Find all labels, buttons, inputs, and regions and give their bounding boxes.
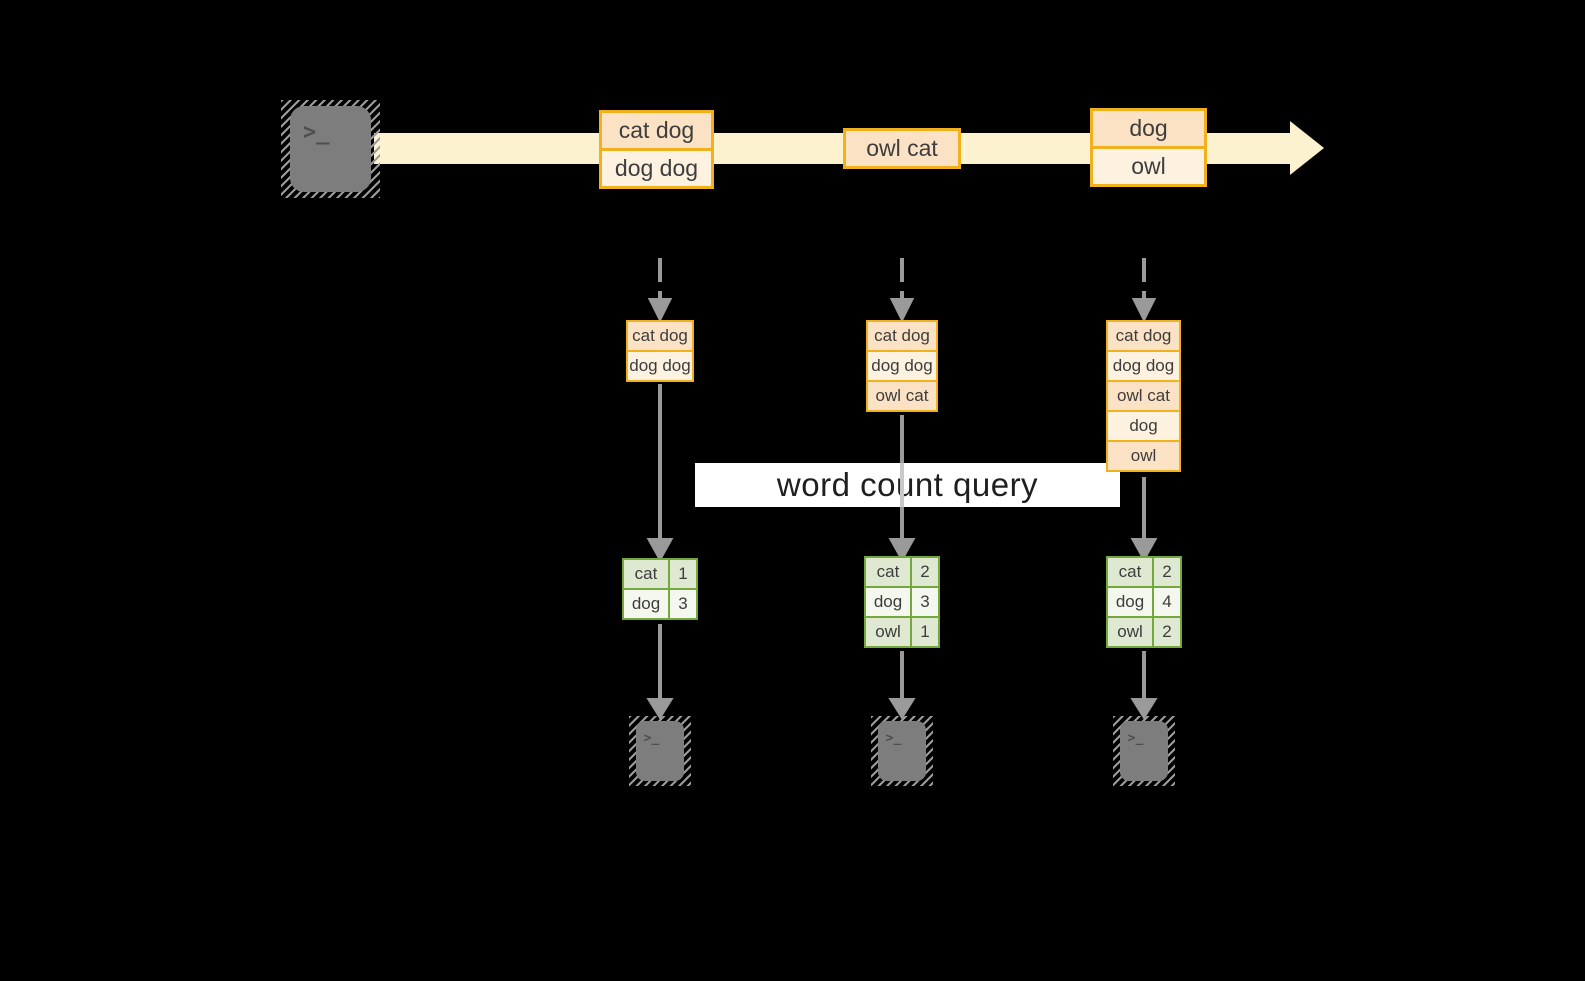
count-cell: 1 <box>670 560 696 588</box>
terminal-output-icon-2: >_ <box>871 716 933 786</box>
state-line: dog dog <box>628 350 692 380</box>
terminal-screen: >_ <box>290 106 371 192</box>
count-cell: 4 <box>1154 588 1180 616</box>
table-row: owl 1 <box>866 616 938 646</box>
word-cell: owl <box>1108 618 1154 646</box>
stream-batch-3: dog owl <box>1090 108 1207 187</box>
word-cell: dog <box>866 588 912 616</box>
prompt-glyph: >_ <box>1127 730 1144 746</box>
count-table-1: cat 1 dog 3 <box>622 558 698 620</box>
count-cell: 3 <box>912 588 938 616</box>
terminal-screen: >_ <box>878 721 926 781</box>
state-line: owl cat <box>868 380 936 410</box>
table-row: cat 2 <box>1108 558 1180 586</box>
count-table-2: cat 2 dog 3 owl 1 <box>864 556 940 648</box>
arrowhead-icon <box>647 298 673 323</box>
arrowhead-icon <box>646 698 674 720</box>
count-cell: 2 <box>912 558 938 586</box>
arrowhead-icon <box>1130 538 1158 563</box>
state-line: cat dog <box>628 322 692 350</box>
table-row: cat 1 <box>624 560 696 588</box>
state-line: dog dog <box>868 350 936 380</box>
batch-line: dog <box>1093 111 1204 146</box>
arrowhead-icon <box>1131 298 1157 323</box>
query-label: word count query <box>695 463 1120 507</box>
state-box-2: cat dog dog dog owl cat <box>866 320 938 412</box>
terminal-output-icon-3: >_ <box>1113 716 1175 786</box>
batch-line: dog dog <box>602 148 711 186</box>
count-cell: 2 <box>1154 558 1180 586</box>
prompt-glyph: >_ <box>643 730 660 746</box>
count-cell: 3 <box>670 590 696 618</box>
arrowhead-icon <box>888 698 916 720</box>
state-line: dog <box>1108 410 1179 440</box>
arrowhead-icon <box>1130 698 1158 720</box>
stream-arrowhead-icon <box>1290 121 1324 175</box>
word-cell: dog <box>1108 588 1154 616</box>
count-table-3: cat 2 dog 4 owl 2 <box>1106 556 1182 648</box>
batch-line: owl <box>1093 146 1204 184</box>
terminal-screen: >_ <box>1120 721 1168 781</box>
state-line: owl cat <box>1108 380 1179 410</box>
terminal-source-icon: >_ <box>281 100 380 198</box>
prompt-glyph: >_ <box>885 730 902 746</box>
prompt-glyph: >_ <box>302 119 330 145</box>
state-line: cat dog <box>868 322 936 350</box>
word-cell: dog <box>624 590 670 618</box>
table-row: cat 2 <box>866 558 938 586</box>
word-cell: owl <box>866 618 912 646</box>
count-cell: 1 <box>912 618 938 646</box>
terminal-output-icon-1: >_ <box>629 716 691 786</box>
batch-line: owl cat <box>846 131 958 166</box>
state-line: owl <box>1108 440 1179 470</box>
batch-line: cat dog <box>602 113 711 148</box>
table-row: dog 4 <box>1108 586 1180 616</box>
terminal-screen: >_ <box>636 721 684 781</box>
arrowhead-icon <box>888 538 916 563</box>
word-cell: cat <box>866 558 912 586</box>
stream-batch-1: cat dog dog dog <box>599 110 714 189</box>
count-cell: 2 <box>1154 618 1180 646</box>
table-row: dog 3 <box>624 588 696 618</box>
state-line: cat dog <box>1108 322 1179 350</box>
state-box-1: cat dog dog dog <box>626 320 694 382</box>
stream-batch-2: owl cat <box>843 128 961 169</box>
table-row: dog 3 <box>866 586 938 616</box>
word-cell: cat <box>624 560 670 588</box>
arrowhead-icon <box>646 538 674 563</box>
state-box-3: cat dog dog dog owl cat dog owl <box>1106 320 1181 472</box>
query-label-text: word count query <box>776 466 1039 503</box>
word-cell: cat <box>1108 558 1154 586</box>
table-row: owl 2 <box>1108 616 1180 646</box>
state-line: dog dog <box>1108 350 1179 380</box>
arrowhead-icon <box>889 298 915 323</box>
